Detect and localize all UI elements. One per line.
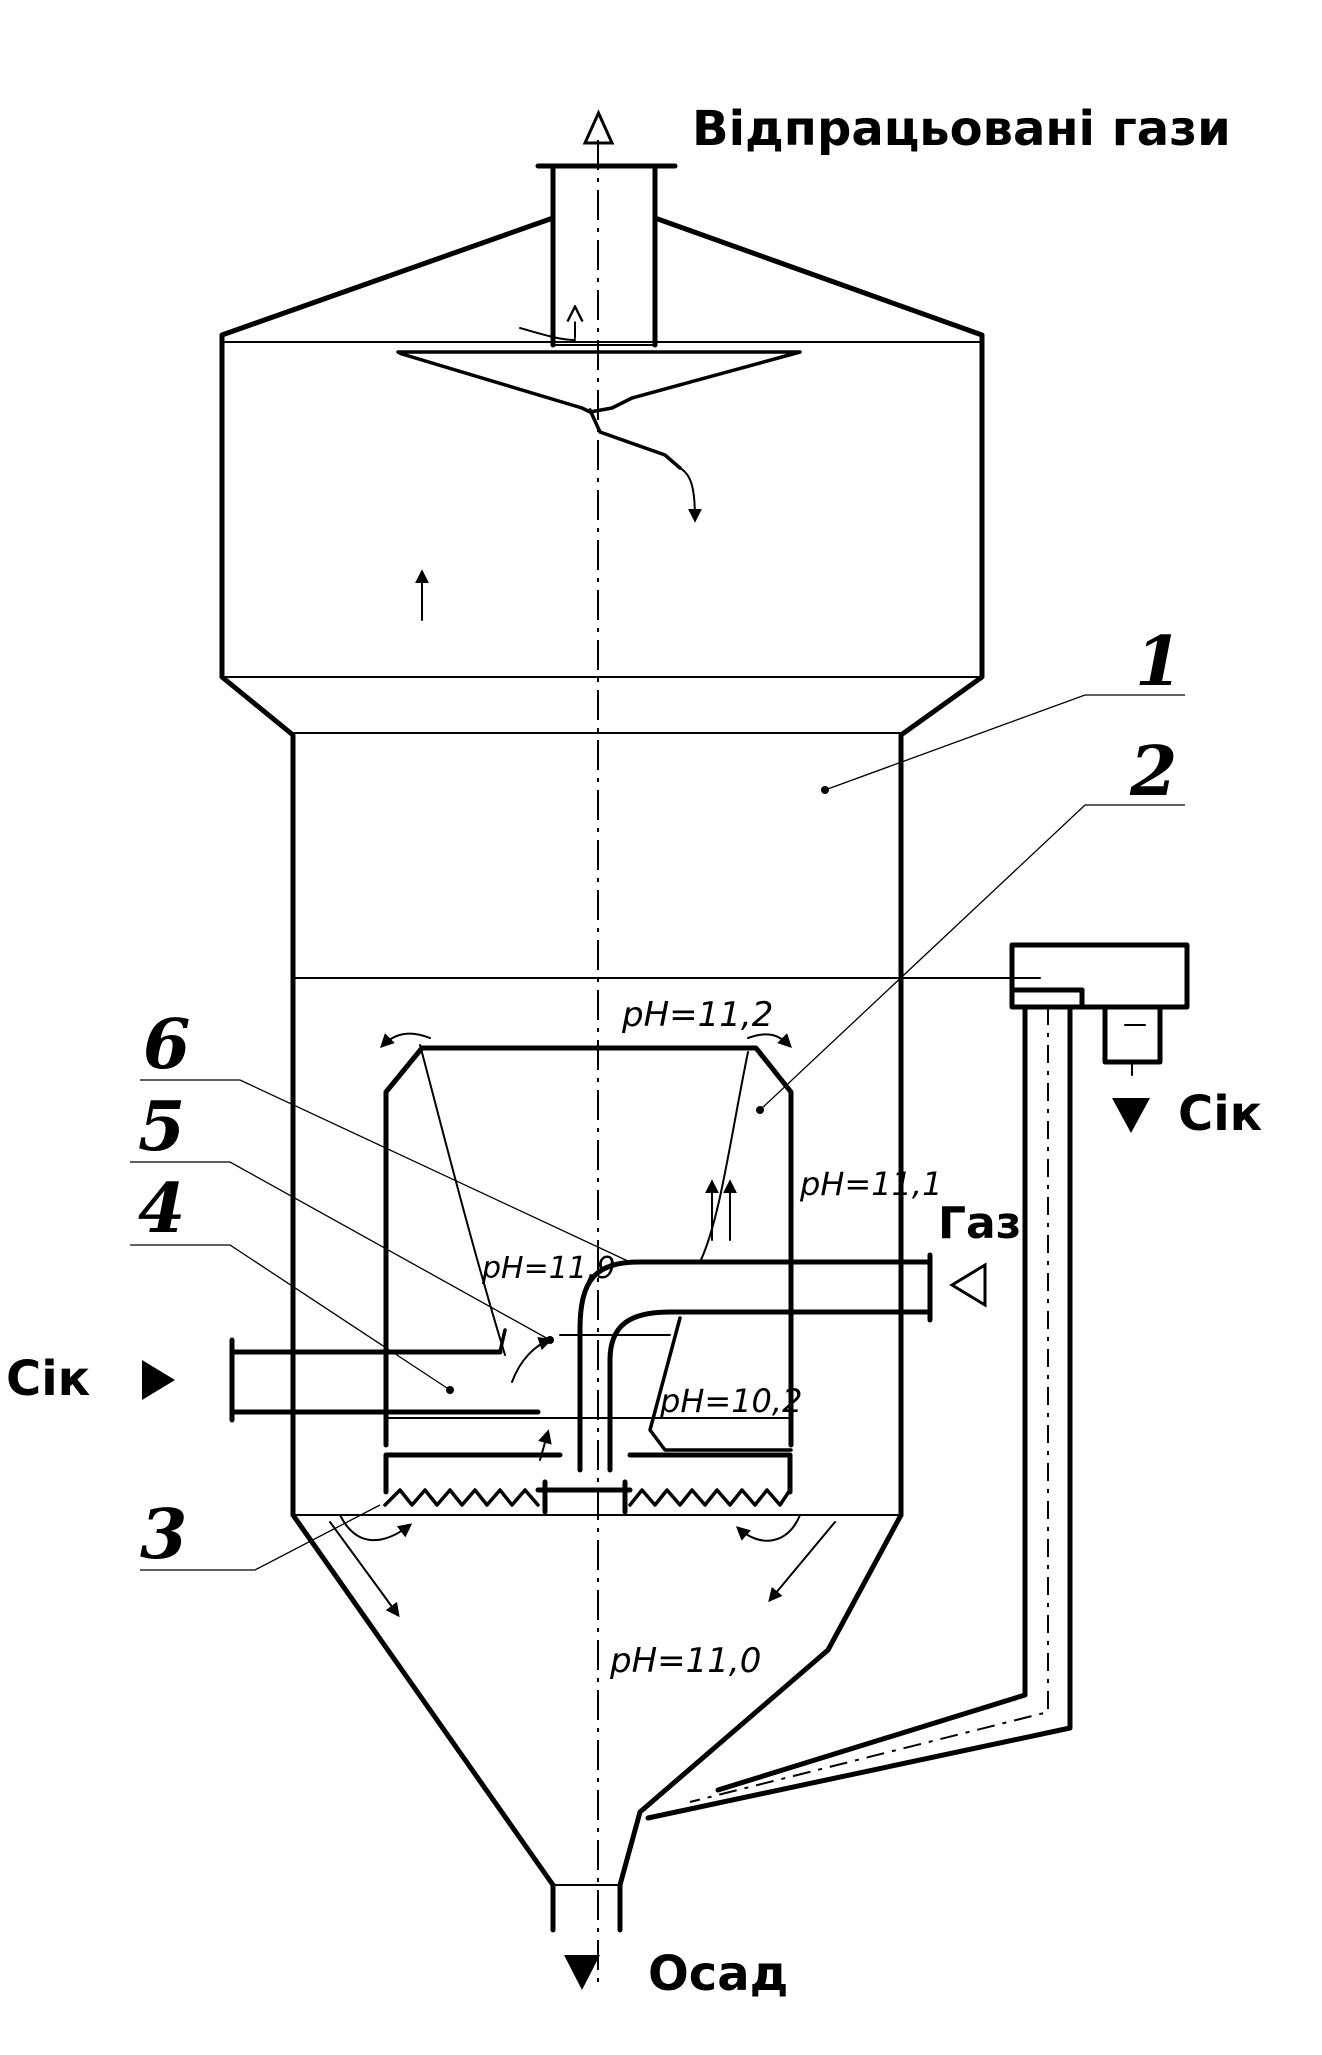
callout-5: 5 <box>138 1087 185 1167</box>
ph-right: pH=11,1 <box>799 1165 942 1203</box>
callout-4: 4 <box>138 1169 185 1249</box>
sediment-arrow-icon <box>564 1955 600 1990</box>
ph-center-inner: pH=10,2 <box>659 1382 802 1420</box>
exhaust-pipe <box>535 163 678 348</box>
sediment-label: Осад <box>648 1946 788 2002</box>
juice-outlet-label: Сік <box>1178 1086 1262 1142</box>
callout-2: 2 <box>1129 732 1177 812</box>
exhaust-arrow-icon <box>582 109 615 145</box>
callout-6: 6 <box>143 1005 190 1085</box>
leader-dot <box>546 1336 554 1344</box>
recirculation-pipe <box>645 942 1190 1821</box>
flow-arrows <box>329 1032 836 1618</box>
juice-inlet-pipe <box>229 1328 541 1423</box>
leader-dot <box>446 1386 454 1394</box>
gas-label: Газ <box>938 1198 1021 1249</box>
juice-inlet-arrow-icon <box>142 1360 175 1400</box>
leader-dot <box>821 786 829 794</box>
callout-3: 3 <box>140 1495 187 1575</box>
ph-left-inner: pH=11,9 <box>481 1251 616 1286</box>
juice-inlet-label: Сік <box>6 1351 90 1407</box>
ph-cone: pH=11,0 <box>609 1641 761 1681</box>
ph-top: pH=11,2 <box>621 995 773 1035</box>
leader-lines <box>130 694 1185 1571</box>
gas-inlet-arrow-icon <box>949 1262 987 1308</box>
juice-outlet-arrow-icon <box>1112 1098 1150 1133</box>
reaction-chamber <box>383 1045 794 1448</box>
gas-distributor <box>383 1452 793 1515</box>
exhaust-gases-label: Відпрацьовані гази <box>692 101 1231 157</box>
gas-inlet-pipe <box>559 1252 933 1473</box>
leader-dot <box>756 1106 764 1114</box>
upper-flow-arrows <box>415 308 575 621</box>
deflector-funnel <box>396 350 802 523</box>
callout-1: 1 <box>1135 622 1182 702</box>
